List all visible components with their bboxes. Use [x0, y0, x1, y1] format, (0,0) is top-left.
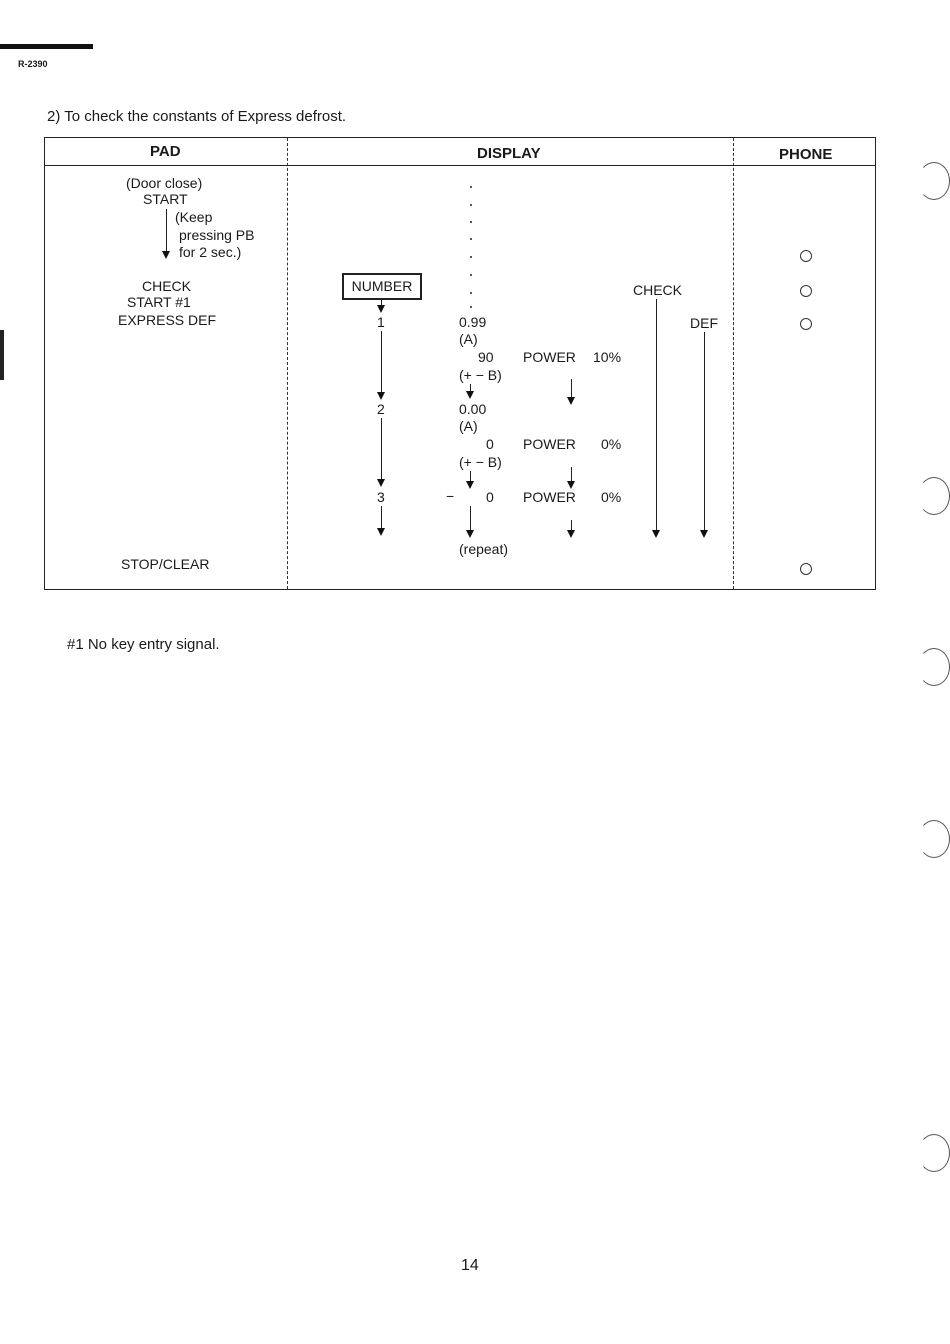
display-dot [470, 256, 472, 258]
binder-hole [918, 820, 950, 858]
check-arrow [652, 530, 660, 538]
power-value-0-a: 0% [601, 436, 621, 452]
check-arrow-line [656, 299, 657, 532]
repeat-label: (repeat) [459, 541, 508, 557]
power3-arrow [567, 530, 575, 538]
phone-signal-circle [800, 563, 812, 575]
reading-b-1: (+ − B) [459, 367, 502, 383]
display-def-label: DEF [690, 315, 718, 331]
reading-0-00: 0.00 [459, 401, 486, 417]
pad-check: CHECK [142, 278, 191, 294]
step-3: 3 [377, 489, 385, 505]
binder-hole [918, 162, 950, 200]
pad-start-1: START #1 [127, 294, 191, 310]
number-arrow-head [377, 305, 385, 313]
reading3-arrow [466, 530, 474, 538]
def-arrow-line [704, 332, 705, 532]
number-indicator-box: NUMBER [342, 273, 422, 300]
column-header-pad: PAD [150, 143, 181, 160]
binder-hole [918, 477, 950, 515]
header-bar [0, 44, 93, 49]
reading2-arrow [466, 481, 474, 489]
margin-mark [0, 330, 4, 380]
step1-line [381, 331, 382, 394]
step3-line [381, 506, 382, 530]
reading-dash: − [446, 488, 454, 504]
pad-keep-arrow [162, 251, 170, 259]
pad-for-2-sec: for 2 sec.) [179, 244, 241, 260]
footnote: #1 No key entry signal. [67, 636, 220, 653]
reading3-arrow-line [470, 506, 471, 532]
step-1: 1 [377, 314, 385, 330]
reading1-arrow [466, 391, 474, 399]
power1-arrow [567, 397, 575, 405]
column-divider-pad-display [287, 138, 288, 589]
power-label-3: POWER [523, 489, 576, 505]
pad-keep-line [166, 209, 167, 253]
power-value-0-b: 0% [601, 489, 621, 505]
pad-pressing: pressing PB [179, 227, 254, 243]
phone-signal-circle [800, 318, 812, 330]
binder-hole [918, 1134, 950, 1172]
step1-arrow [377, 392, 385, 400]
reading-90: 90 [478, 349, 494, 365]
pad-start: START [143, 191, 188, 207]
reading-0-a: 0 [486, 436, 494, 452]
step2-line [381, 418, 382, 481]
pad-stop-clear: STOP/CLEAR [121, 556, 209, 572]
reading-a-1: (A) [459, 331, 478, 347]
display-dot [470, 306, 472, 308]
page-number: 14 [461, 1257, 479, 1275]
step-2: 2 [377, 401, 385, 417]
power-value-10: 10% [593, 349, 621, 365]
display-dot [470, 204, 472, 206]
column-divider-display-phone [733, 138, 734, 589]
display-dot [470, 186, 472, 188]
power-label-1: POWER [523, 349, 576, 365]
table-header-divider [44, 165, 876, 166]
display-dot [470, 238, 472, 240]
reading-0-99: 0.99 [459, 314, 486, 330]
reading-0-b: 0 [486, 489, 494, 505]
def-arrow [700, 530, 708, 538]
power2-arrow [567, 481, 575, 489]
display-check-label: CHECK [633, 282, 682, 298]
reading-a-2: (A) [459, 418, 478, 434]
column-header-phone: PHONE [779, 146, 832, 163]
step2-arrow [377, 479, 385, 487]
column-header-display: DISPLAY [477, 145, 541, 162]
pad-door-close: (Door close) [126, 175, 202, 191]
display-dot [470, 274, 472, 276]
pad-express-def: EXPRESS DEF [118, 312, 216, 328]
section-heading: 2) To check the constants of Express def… [47, 108, 346, 125]
display-dot [470, 221, 472, 223]
power1-arrow-line [571, 379, 572, 399]
step3-arrow [377, 528, 385, 536]
binder-hole [918, 648, 950, 686]
power-label-2: POWER [523, 436, 576, 452]
pad-keep: (Keep [175, 209, 212, 225]
phone-signal-circle [800, 250, 812, 262]
display-dot [470, 292, 472, 294]
model-number: R-2390 [18, 59, 48, 69]
reading-b-2: (+ − B) [459, 454, 502, 470]
phone-signal-circle [800, 285, 812, 297]
